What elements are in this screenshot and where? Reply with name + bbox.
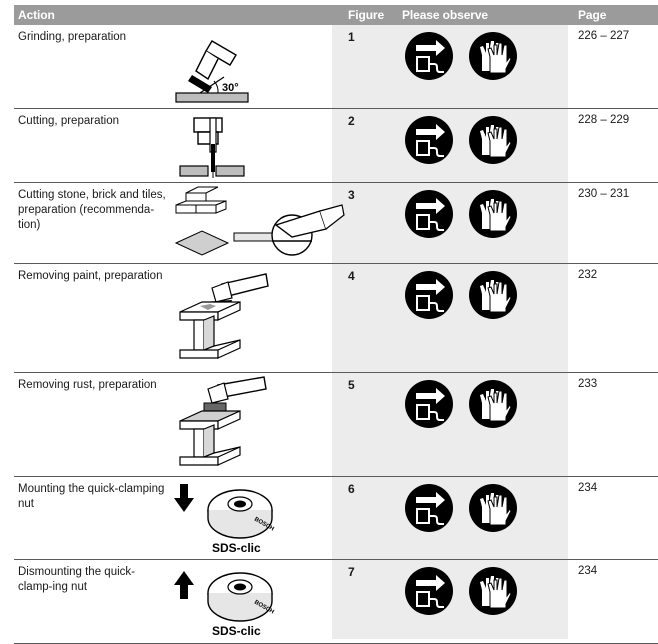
observe-icons: [404, 189, 520, 239]
page-ref: 226 – 227: [578, 30, 630, 42]
dismounting-nut-illustration: BOSCH SDS-clic: [174, 571, 275, 638]
header-action: Action: [18, 8, 55, 22]
action-text: Cutting, preparation: [18, 115, 120, 127]
gloves-icon: [469, 271, 517, 319]
removing-rust-illustration: [179, 376, 267, 466]
figure-number: 6: [348, 482, 355, 496]
page-ref: 228 – 229: [578, 114, 630, 126]
action-text: Dismounting the quick-clamp-ing nut: [18, 566, 135, 593]
header-observe: Please observe: [402, 8, 488, 22]
figure-number: 1: [348, 30, 355, 44]
action-text: Removing rust, preparation: [18, 379, 157, 391]
observe-icons: [404, 31, 520, 81]
grinding-illustration: 30°: [175, 40, 249, 103]
gloves-icon: [469, 32, 517, 80]
page-ref: 234: [578, 565, 598, 577]
product-label: SDS-clic: [212, 541, 261, 555]
action-table: Action Figure Please observe Page Grindi…: [14, 5, 658, 644]
unplug-icon: [405, 190, 453, 238]
unplug-icon: [405, 116, 453, 164]
table-header: Action Figure Please observe Page: [14, 5, 658, 25]
gloves-icon: [469, 484, 517, 532]
observe-icons: [404, 566, 520, 616]
figure-number: 5: [348, 378, 355, 392]
angle-label: 30°: [222, 82, 239, 94]
page-ref: 230 – 231: [578, 188, 630, 200]
table-row: Removing paint, preparation 4: [14, 264, 658, 373]
action-text: Cutting stone, brick and tiles, preparat…: [18, 189, 166, 231]
cutting-stone-illustration: [174, 186, 345, 256]
unplug-icon: [405, 567, 453, 615]
observe-icons: [404, 483, 520, 533]
observe-icons: [404, 115, 520, 165]
action-text: Removing paint, preparation: [18, 270, 163, 282]
removing-paint-illustration: [179, 273, 269, 359]
figure-number: 3: [348, 188, 355, 202]
gloves-icon: [469, 380, 517, 428]
action-text: Grinding, preparation: [18, 31, 127, 43]
product-label: SDS-clic: [212, 624, 261, 638]
gloves-icon: [469, 190, 517, 238]
figure-number: 2: [348, 114, 355, 128]
gloves-icon: [469, 567, 517, 615]
table-row: Mounting the quick-clamping nut BOSCH SD…: [14, 477, 658, 560]
unplug-icon: [405, 32, 453, 80]
unplug-icon: [405, 271, 453, 319]
header-page: Page: [578, 8, 607, 22]
observe-icons: [404, 379, 520, 429]
figure-number: 7: [348, 565, 355, 579]
cutting-illustration: [179, 117, 245, 178]
action-text: Mounting the quick-clamping nut: [18, 483, 165, 510]
table-row: Dismounting the quick-clamp-ing nut BOSC…: [14, 560, 658, 644]
page-ref: 234: [578, 482, 598, 494]
table-row: Cutting, preparation 2: [14, 109, 658, 183]
observe-column-band: [332, 20, 568, 639]
unplug-icon: [405, 484, 453, 532]
observe-icons: [404, 270, 520, 320]
page-ref: 232: [578, 269, 598, 281]
arrow-down-icon: [174, 484, 194, 512]
mounting-nut-illustration: BOSCH SDS-clic: [174, 484, 275, 555]
unplug-icon: [405, 380, 453, 428]
header-figure: Figure: [348, 8, 385, 22]
table-row: Removing rust, preparation 5: [14, 373, 658, 477]
figure-number: 4: [348, 269, 355, 283]
table-row: Cutting stone, brick and tiles, preparat…: [14, 183, 658, 264]
gloves-icon: [469, 116, 517, 164]
table-row: Grinding, preparation 30° 1: [14, 25, 658, 109]
page-ref: 233: [578, 378, 598, 390]
arrow-up-icon: [174, 571, 194, 599]
